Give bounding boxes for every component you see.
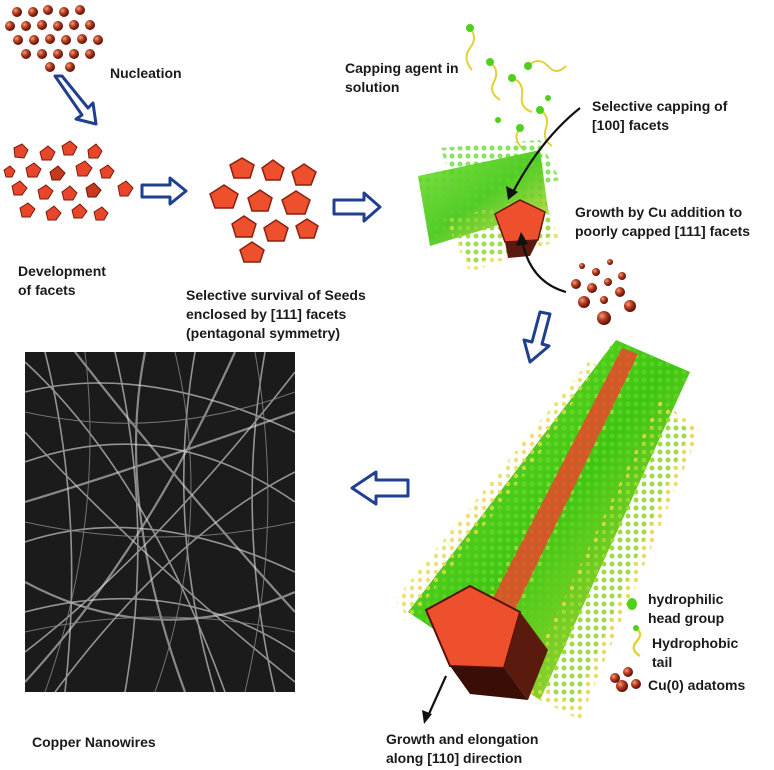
legend-head-line2: head group [648,610,725,626]
label-growth-cu-line1: Growth by Cu addition to [575,204,743,220]
nucleation-spheres [5,5,103,72]
label-development-line1: Development [18,263,106,279]
faceted-particles [3,140,134,221]
sem-image-copper-nanowires [25,352,295,692]
nanowire-texture [25,352,295,692]
hollow-arrow-icon [140,176,188,206]
legend-tail-icon [632,625,642,658]
curved-arrow-icon [516,232,567,294]
hollow-arrow-icon [53,74,98,126]
legend-head-group-icon [627,598,637,610]
large-capped-nanowire [395,340,700,720]
legend-head-line1: hydrophilic [648,591,724,607]
capping-agent-molecules [465,24,567,149]
small-capped-rod [418,140,560,272]
curved-arrow-icon [506,107,581,200]
label-growth-elongation-line1: Growth and elongation [386,731,539,747]
label-growth-cu-line2: poorly capped [111] facets [575,223,751,239]
label-capping-agent-line1: Capping agent in [345,60,459,76]
cu-adatoms-cluster [571,259,636,325]
hollow-arrow-icon [332,191,382,223]
legend-tail-line2: tail [652,654,673,670]
label-growth-elongation-line2: along [110] direction [386,750,523,766]
legend-tail-line1: Hydrophobic [652,635,739,651]
label-capping-agent-line2: solution [345,79,400,95]
label-survival-line2: enclosed by [111] facets [186,306,347,322]
legend-adatoms-icon [610,667,641,692]
label-copper-nanowires: Copper Nanowires [32,734,156,750]
curved-arrow-icon [422,675,448,724]
pentagonal-seeds [209,157,319,263]
legend-adatoms: Cu(0) adatoms [648,677,746,693]
label-survival-line3: (pentagonal symmetry) [186,325,341,341]
label-development-line2: of facets [18,282,76,298]
label-survival-line1: Selective survival of Seeds [186,287,366,303]
label-selective-capping-line1: Selective capping of [592,98,728,114]
label-selective-capping-line2: [100] facets [592,117,670,133]
hollow-arrow-icon [522,310,552,364]
label-nucleation: Nucleation [110,65,182,81]
hollow-arrow-icon [350,470,410,506]
